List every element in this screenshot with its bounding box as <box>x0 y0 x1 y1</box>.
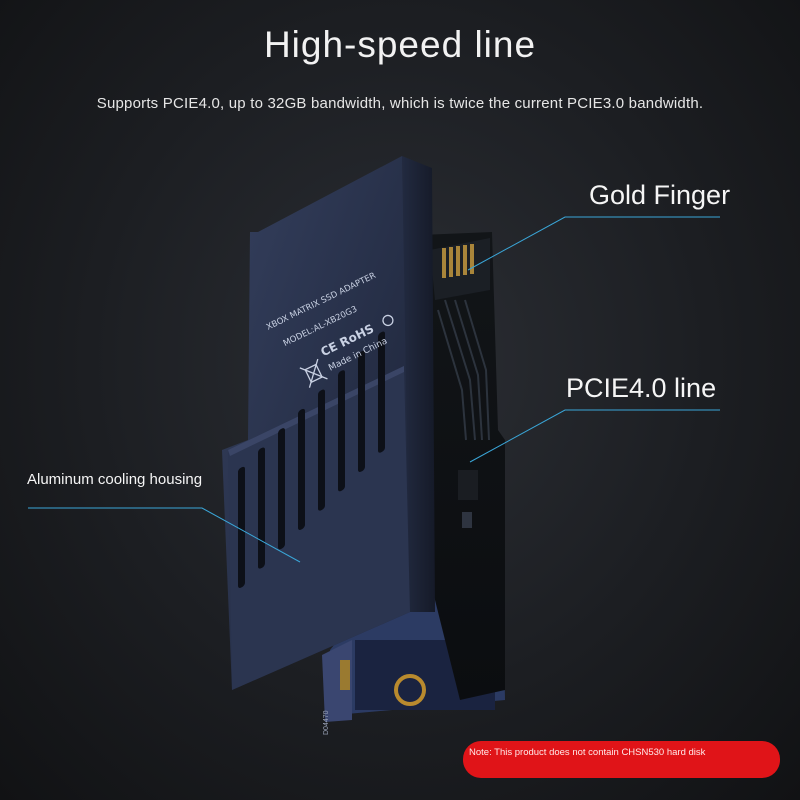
aluminum-housing: XBOX MATRIX SSD ADAPTER MODEL:AL-XB20G3 … <box>222 156 435 690</box>
pcie-line-label: PCIE4.0 line <box>566 373 717 403</box>
page-title: High-speed line <box>263 24 537 65</box>
recycle-icon <box>382 314 394 327</box>
gold-finger-callout-line <box>467 216 720 271</box>
cooling-fins <box>238 331 385 588</box>
pcie-callout-line <box>469 409 720 463</box>
disclaimer-badge: Note: This product does not contain CHSN… <box>463 741 780 778</box>
gold-finger-contacts <box>442 244 474 278</box>
aluminum-housing-label: Aluminum cooling housing <box>27 471 203 488</box>
callout-lines <box>28 216 720 563</box>
disclaimer-text: Note: This product does not contain CHSN… <box>469 747 706 758</box>
gold-finger-label: Gold Finger <box>589 180 731 210</box>
page-subtitle: Supports PCIE4.0, up to 32GB bandwidth, … <box>96 95 704 112</box>
aluminum-callout-line <box>28 507 301 563</box>
weee-bin-icon <box>299 358 328 388</box>
adapter-pcb <box>420 232 505 700</box>
ssd-serial-label: D04470 <box>323 710 330 735</box>
